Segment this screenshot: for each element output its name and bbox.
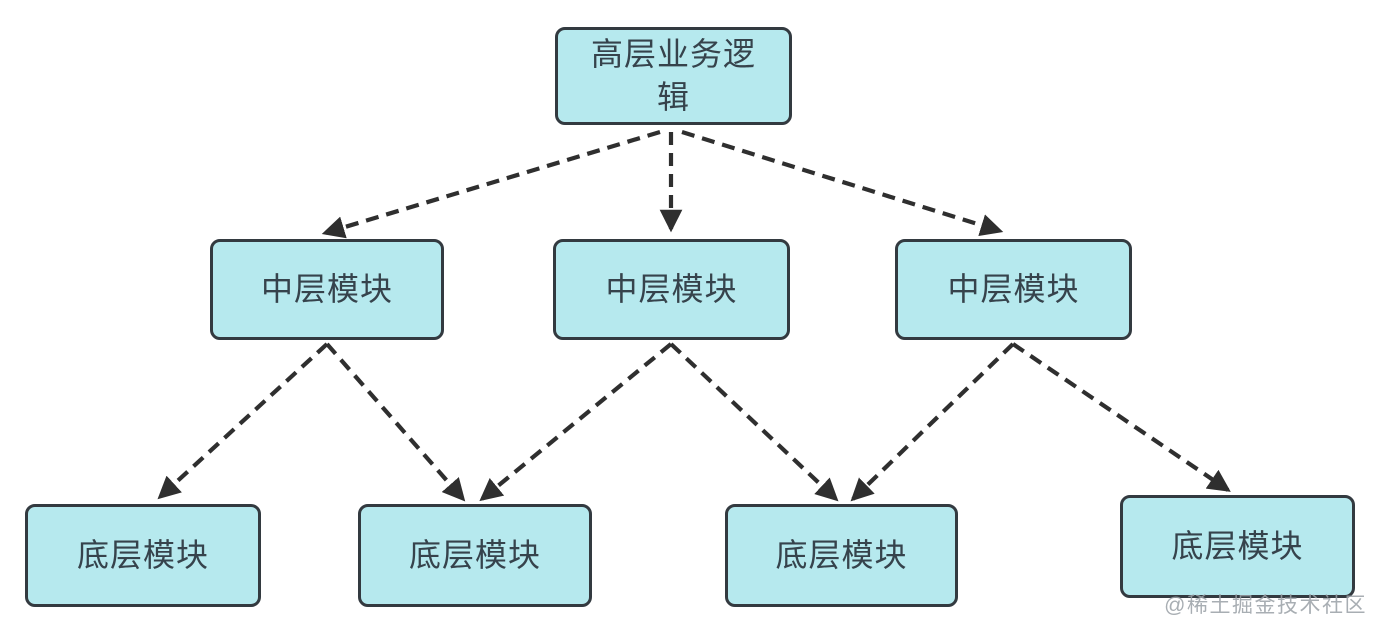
node-label: 中层模块 (947, 270, 1080, 307)
node-bottom-module-4: 底层模块 (1120, 495, 1355, 598)
edge-top-to-mid-1 (321, 129, 661, 239)
edge-mid-3-to-bottom-4 (1011, 342, 1231, 492)
node-label: 高层业务逻辑 (590, 35, 756, 115)
node-label: 中层模块 (260, 270, 393, 307)
watermark: @稀土掘金技术社区 (1164, 594, 1367, 617)
edge-mid-1-to-bottom-2 (325, 342, 466, 502)
node-label: 底层模块 (775, 536, 908, 573)
node-middle-module-1: 中层模块 (210, 239, 444, 340)
edge-top-to-mid-3 (681, 129, 1004, 237)
node-label: 底层模块 (408, 536, 541, 573)
node-bottom-module-3: 底层模块 (725, 504, 958, 607)
node-middle-module-3: 中层模块 (895, 239, 1132, 340)
node-bottom-module-2: 底层模块 (358, 504, 592, 607)
node-label: 中层模块 (605, 270, 738, 307)
edge-mid-3-to-bottom-3 (850, 342, 1015, 502)
node-bottom-module-1: 底层模块 (25, 504, 261, 607)
edge-mid-2-to-bottom-3 (669, 342, 839, 502)
node-middle-module-2: 中层模块 (553, 239, 790, 340)
node-label: 底层模块 (76, 536, 209, 573)
node-label: 底层模块 (1171, 527, 1304, 564)
edge-mid-1-to-bottom-1 (157, 342, 329, 500)
node-high-level-logic: 高层业务逻辑 (555, 27, 792, 125)
edge-mid-2-to-bottom-2 (479, 342, 673, 502)
